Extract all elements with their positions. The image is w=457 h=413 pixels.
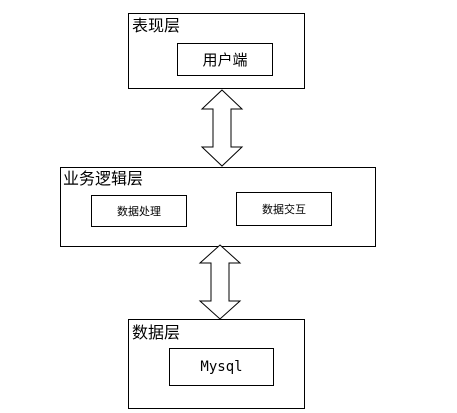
- business-logic-layer-box: 业务逻辑层 数据处理 数据交互: [60, 167, 376, 247]
- data-exchange-label: 数据交互: [262, 203, 306, 216]
- presentation-layer-box: 表现层 用户端: [128, 13, 305, 89]
- presentation-layer-title: 表现层: [132, 16, 181, 35]
- mysql-box: Mysql: [169, 348, 274, 386]
- double-arrow-icon: [198, 244, 242, 320]
- double-arrow-icon: [200, 89, 244, 167]
- data-layer-title: 数据层: [132, 323, 181, 342]
- business-logic-layer-title: 业务逻辑层: [63, 169, 144, 188]
- data-layer-box: 数据层 Mysql: [128, 319, 305, 409]
- data-exchange-box: 数据交互: [236, 192, 332, 226]
- client-label: 用户端: [202, 51, 248, 69]
- client-box: 用户端: [177, 43, 273, 76]
- data-processing-box: 数据处理: [91, 195, 187, 227]
- data-processing-label: 数据处理: [117, 205, 161, 218]
- mysql-label: Mysql: [200, 359, 243, 375]
